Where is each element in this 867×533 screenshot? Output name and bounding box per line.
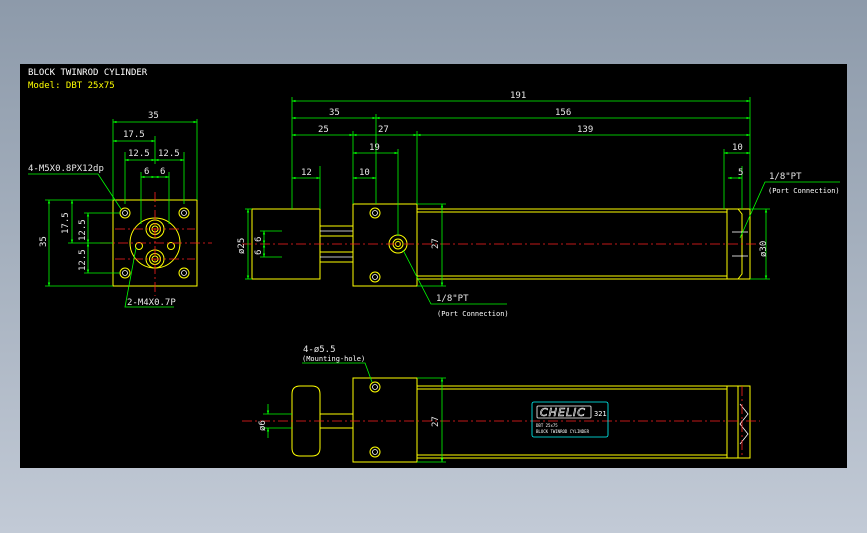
bottom-view: CHELIC 321 DBT 25x75 BLOCK TWINROD CYLIN… xyxy=(242,345,760,463)
note-port-top-label: (Port Connection) xyxy=(768,187,840,195)
side-dim-25: 25 xyxy=(318,125,329,135)
label-line2: BLOCK TWINROD CYLINDER xyxy=(536,429,590,434)
side-dim-6-b: 6 xyxy=(254,250,264,255)
bottom-dim-h27: 27 xyxy=(431,416,441,427)
front-dim-6-b: 6 xyxy=(160,167,165,177)
front-dim-35: 35 xyxy=(148,111,159,121)
mount-hole-tr xyxy=(178,207,190,219)
side-dim-dia30: ø30 xyxy=(759,241,769,257)
side-dim-35: 35 xyxy=(329,108,340,118)
product-label-plate xyxy=(531,401,609,438)
bottom-rod-knob xyxy=(291,385,321,457)
note-port-bottom-label: (Port Connection) xyxy=(437,310,509,318)
note-port-top-size: 1/8"PT xyxy=(769,172,802,182)
side-dim-5: 5 xyxy=(738,168,743,178)
front-dim-6-a: 6 xyxy=(144,167,149,177)
note-mounting-holes-label: (Mounting-hole) xyxy=(302,355,365,363)
drawing-model: Model: DBT 25x75 xyxy=(28,81,115,91)
mount-hole-br xyxy=(178,267,190,279)
side-dim-10: 10 xyxy=(359,168,370,178)
bottom-barrel xyxy=(416,385,728,459)
side-view: 191 35 156 25 27 139 19 10 12 10 5 ø25 xyxy=(237,91,840,318)
side-dim-dia25: ø25 xyxy=(237,238,247,254)
front-dim-h35: 35 xyxy=(39,236,49,247)
side-dim-191: 191 xyxy=(510,91,526,101)
front-dim-12-5-a: 12.5 xyxy=(128,149,150,159)
label-badge: 321 xyxy=(594,410,607,418)
cad-drawing: BLOCK TWINROD CYLINDER Model: DBT 25x75 xyxy=(28,68,840,463)
cad-drawing-canvas: BLOCK TWINROD CYLINDER Model: DBT 25x75 xyxy=(20,64,847,468)
side-dim-139: 139 xyxy=(577,125,593,135)
front-dim-h12-5-b: 12.5 xyxy=(78,249,88,271)
side-dim-10-right: 10 xyxy=(732,143,743,153)
label-brand: CHELIC xyxy=(540,406,586,419)
mount-hole-tl xyxy=(119,207,131,219)
note-port-bottom-size: 1/8"PT xyxy=(436,294,469,304)
side-dim-156: 156 xyxy=(555,108,571,118)
front-dim-h12-5-a: 12.5 xyxy=(78,219,88,241)
mount-hole-bl xyxy=(119,267,131,279)
drawing-title: BLOCK TWINROD CYLINDER xyxy=(28,68,148,78)
note-mount-thread: 4-M5X0.8PX12dp xyxy=(28,164,104,174)
bottom-body-block xyxy=(352,377,418,463)
bottom-dim-dia6: ø6 xyxy=(258,420,268,431)
front-dim-h17-5: 17.5 xyxy=(61,212,71,234)
note-rod-thread: 2-M4X0.7P xyxy=(127,298,176,308)
side-dim-19: 19 xyxy=(369,143,380,153)
front-dim-12-5-b: 12.5 xyxy=(158,149,180,159)
label-line1: DBT 25x75 xyxy=(536,423,558,428)
note-mounting-holes: 4-ø5.5 xyxy=(303,345,336,355)
front-view: 35 17.5 12.5 12.5 6 6 35 17.5 12.5 12.5 … xyxy=(28,111,212,308)
side-dim-6-a: 6 xyxy=(254,237,264,242)
side-dim-12: 12 xyxy=(301,168,312,178)
side-dim-h27: 27 xyxy=(431,238,441,249)
front-dim-17-5: 17.5 xyxy=(123,130,145,140)
side-dim-27: 27 xyxy=(378,125,389,135)
